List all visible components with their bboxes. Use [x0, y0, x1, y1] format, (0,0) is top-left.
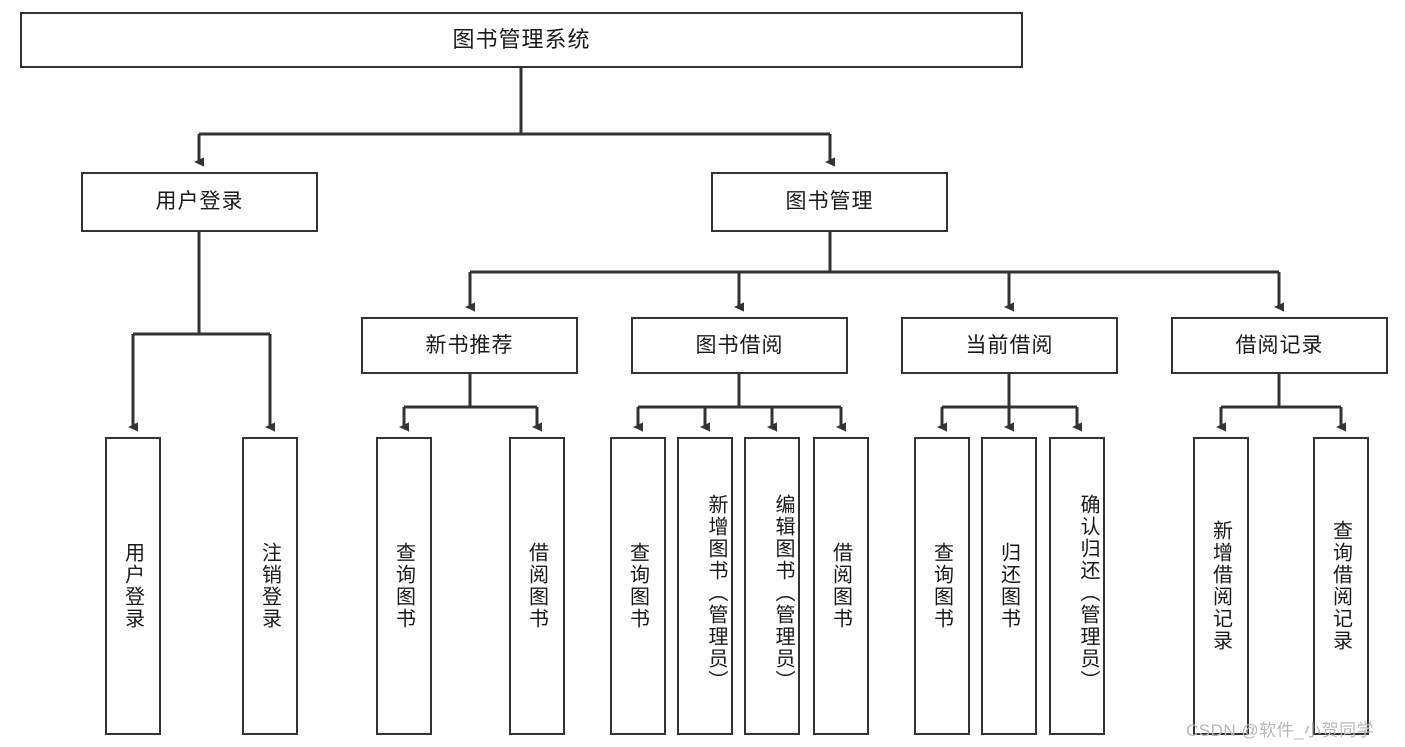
node-label: 用户登录 [155, 190, 244, 214]
leaf-book-borrow-borrow-book[interactable]: 借阅图书 [813, 437, 869, 735]
node-label: 查询图书 [626, 542, 649, 630]
node-new-book-recommend[interactable]: 新书推荐 [361, 317, 578, 374]
node-current-borrow[interactable]: 当前借阅 [901, 317, 1118, 374]
node-label: 查询借阅记录 [1329, 520, 1352, 652]
node-label: 新书推荐 [425, 333, 514, 357]
leaf-user-login-logout[interactable]: 注销登录 [242, 437, 298, 735]
csdn-watermark: CSDN @软件_小贺同学 [1186, 721, 1375, 740]
node-label: 新增借阅记录 [1209, 520, 1232, 652]
node-label: 编辑图书（管理员） [772, 494, 794, 692]
node-label: 借阅记录 [1235, 333, 1324, 357]
leaf-current-borrow-query-book[interactable]: 查询图书 [914, 437, 970, 735]
node-label: 归还图书 [997, 542, 1020, 630]
leaf-current-borrow-return-book[interactable]: 归还图书 [981, 437, 1037, 735]
node-label: 图书管理系统 [452, 26, 591, 52]
leaf-user-login-login[interactable]: 用户登录 [105, 437, 161, 735]
leaf-borrow-record-add-record[interactable]: 新增借阅记录 [1193, 437, 1249, 735]
node-label: 图书借阅 [695, 333, 784, 357]
leaf-book-borrow-edit-book-admin[interactable]: 编辑图书（管理员） [744, 437, 800, 735]
node-label: 用户登录 [121, 542, 144, 630]
leaf-current-borrow-confirm-return-admin[interactable]: 确认归还（管理员） [1049, 437, 1105, 735]
node-label: 注销登录 [258, 542, 281, 630]
leaf-book-borrow-add-book-admin[interactable]: 新增图书（管理员） [677, 437, 733, 735]
leaf-new-book-borrow-book[interactable]: 借阅图书 [509, 437, 565, 735]
node-user-login[interactable]: 用户登录 [81, 172, 318, 232]
node-label: 新增图书（管理员） [705, 494, 727, 692]
leaf-new-book-query-book[interactable]: 查询图书 [376, 437, 432, 735]
node-label: 确认归还（管理员） [1077, 494, 1099, 692]
leaf-book-borrow-query-book[interactable]: 查询图书 [610, 437, 666, 735]
leaf-borrow-record-query-record[interactable]: 查询借阅记录 [1313, 437, 1369, 735]
node-label: 查询图书 [930, 542, 953, 630]
node-book-management[interactable]: 图书管理 [711, 172, 948, 232]
node-label: 借阅图书 [525, 542, 548, 630]
node-root-book-management-system[interactable]: 图书管理系统 [20, 12, 1023, 68]
node-book-borrow[interactable]: 图书借阅 [631, 317, 848, 374]
node-label: 当前借阅 [965, 333, 1054, 357]
node-label: 查询图书 [392, 542, 415, 630]
node-label: 借阅图书 [829, 542, 852, 630]
node-label: 图书管理 [785, 190, 874, 214]
node-borrow-record[interactable]: 借阅记录 [1171, 317, 1388, 374]
